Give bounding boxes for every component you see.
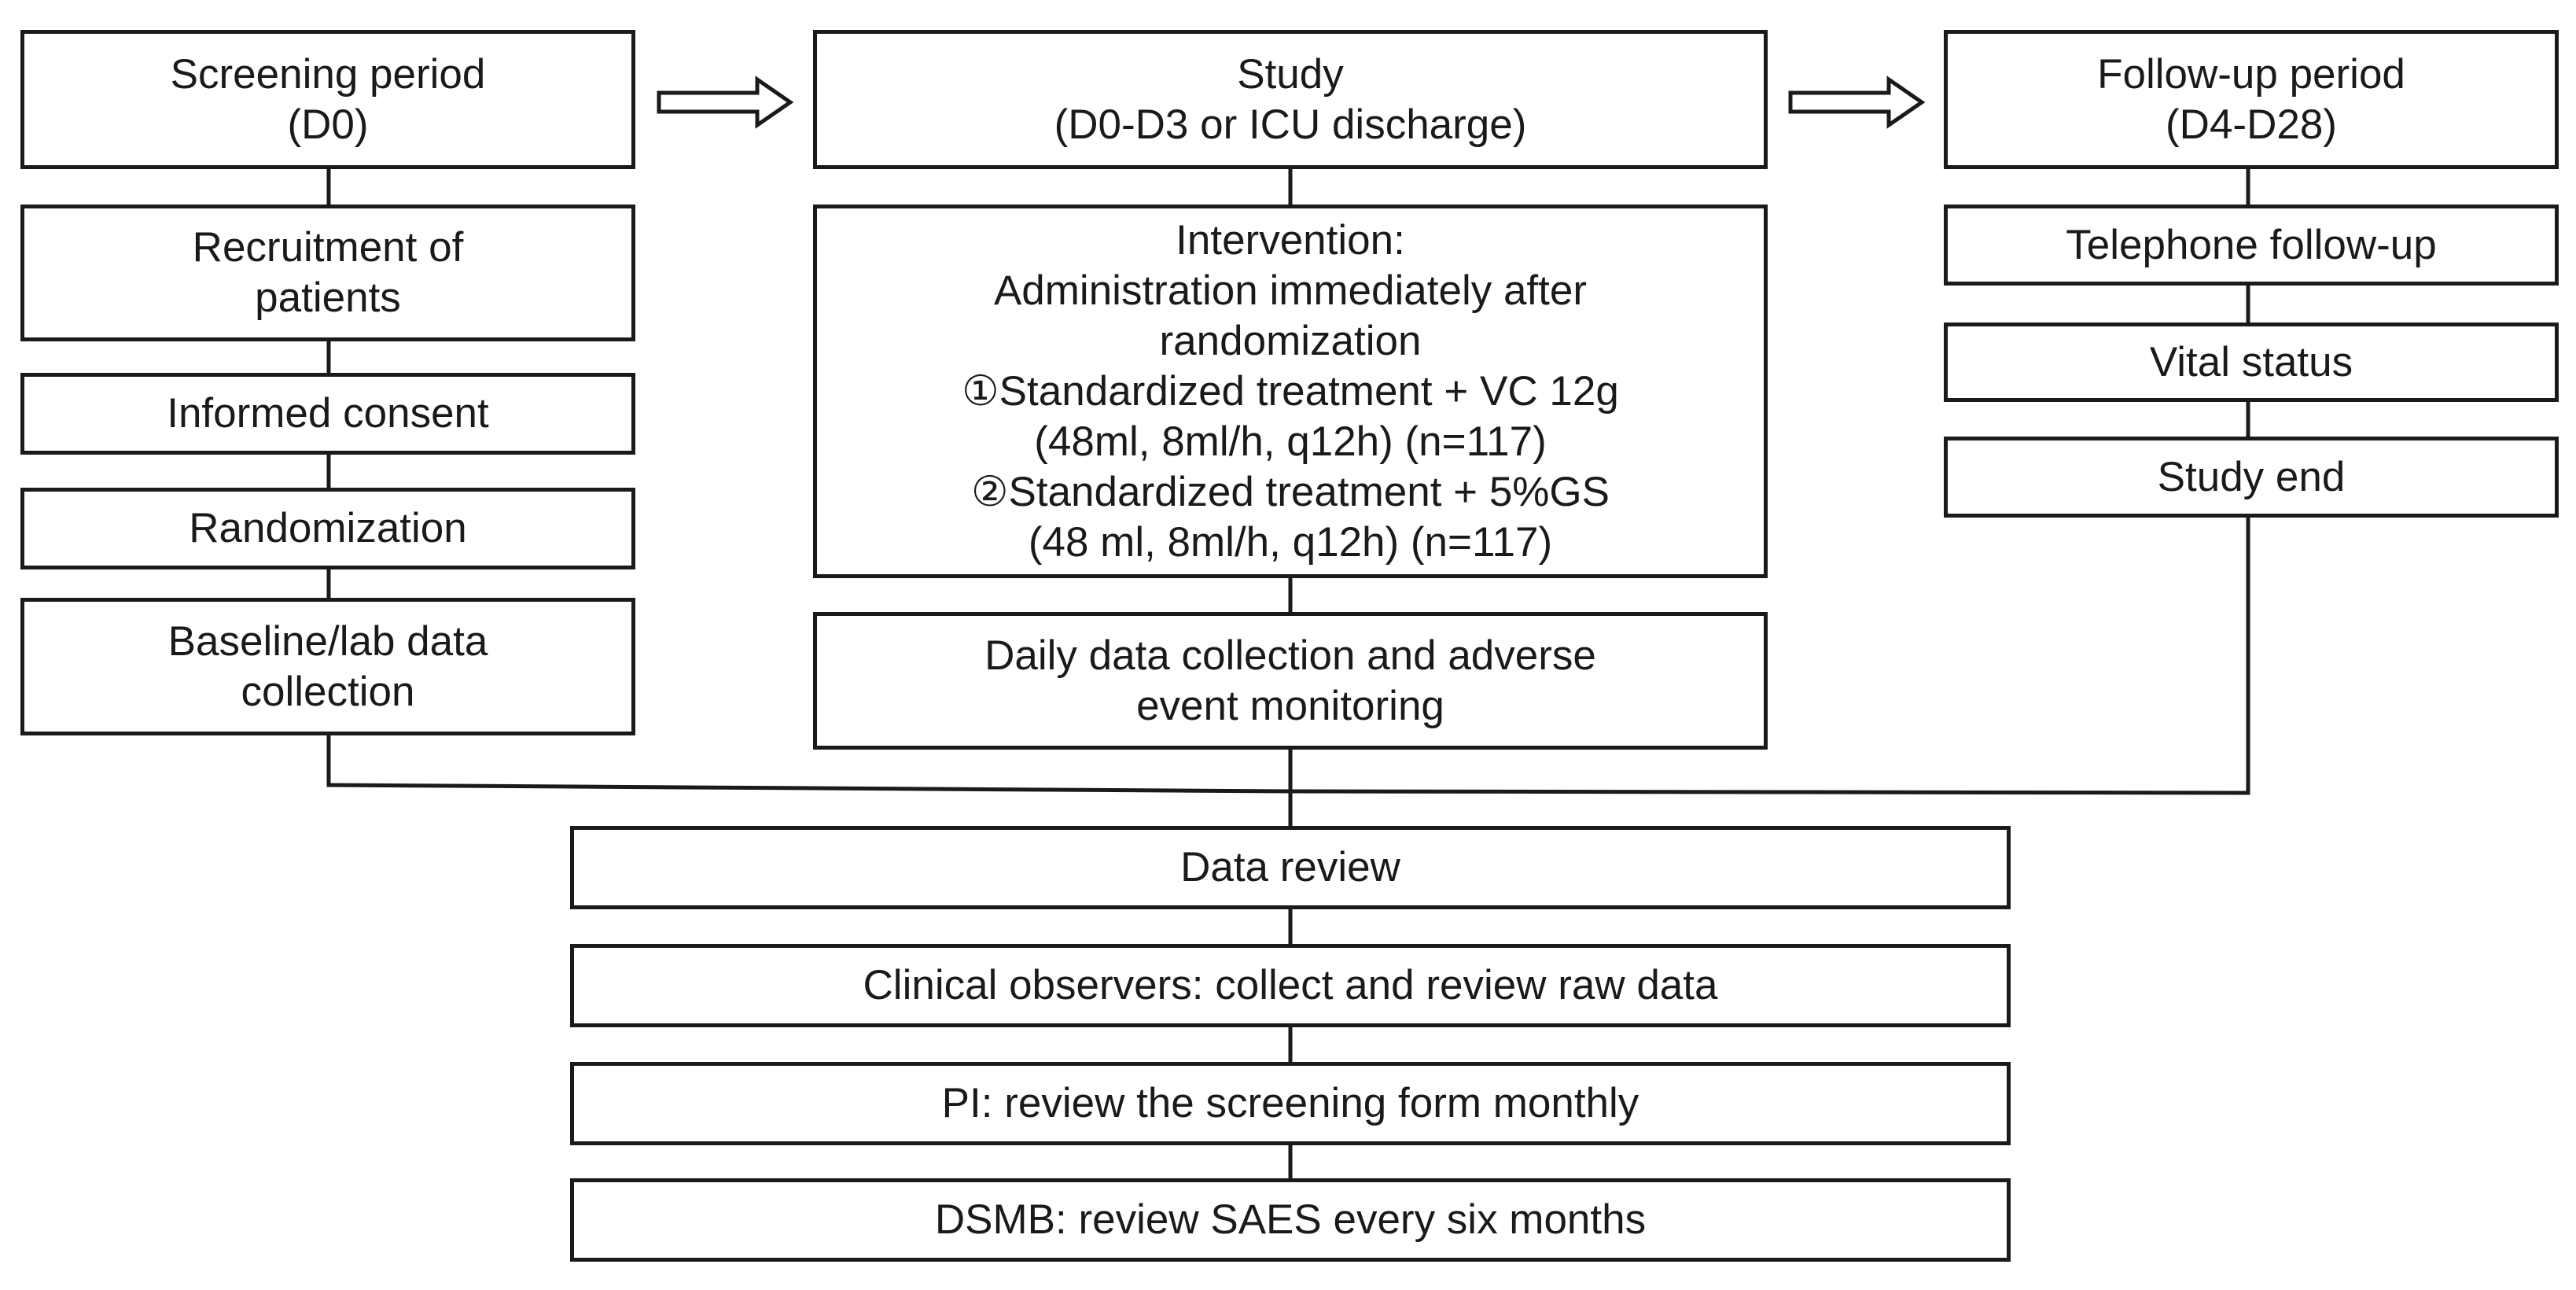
dsmb-review-label: DSMB: review SAES every six months — [934, 1196, 1647, 1243]
screening-period-label: Screening period (D0) — [170, 50, 486, 148]
clinical-observers-label: Clinical observers: collect and review r… — [863, 962, 1718, 1008]
pi-review-box: PI: review the screening form monthly — [570, 1062, 2011, 1145]
study-end-box: Study end — [1944, 437, 2559, 518]
data-review-label: Data review — [1180, 844, 1400, 890]
clinical-observers-box: Clinical observers: collect and review r… — [570, 944, 2011, 1027]
connector-end-merge — [1290, 516, 2250, 795]
informed-consent-label: Informed consent — [167, 390, 489, 437]
intervention-label: Intervention: Administration immediately… — [962, 216, 1619, 566]
data-review-box: Data review — [570, 826, 2011, 909]
vital-status-label: Vital status — [2149, 338, 2353, 385]
telephone-label: Telephone follow-up — [2066, 221, 2437, 268]
followup-period-label: Follow-up period (D4-D28) — [2097, 50, 2405, 148]
vital-status-box: Vital status — [1944, 322, 2559, 402]
daily-collection-label: Daily data collection and adverse event … — [984, 632, 1596, 729]
arrow-screening-to-study — [657, 76, 794, 129]
study-label: Study (D0-D3 or ICU discharge) — [1054, 50, 1527, 148]
study-box: Study (D0-D3 or ICU discharge) — [813, 30, 1768, 169]
study-end-label: Study end — [2157, 453, 2346, 500]
informed-consent-box: Informed consent — [20, 373, 635, 455]
dsmb-review-box: DSMB: review SAES every six months — [570, 1178, 2011, 1262]
followup-period-box: Follow-up period (D4-D28) — [1944, 30, 2559, 169]
intervention-box: Intervention: Administration immediately… — [813, 205, 1768, 578]
pi-review-label: PI: review the screening form monthly — [941, 1080, 1639, 1126]
arrow-study-to-followup — [1788, 76, 1926, 129]
randomization-box: Randomization — [20, 488, 635, 569]
randomization-label: Randomization — [189, 505, 467, 551]
recruitment-label: Recruitment of patients — [192, 224, 464, 321]
recruitment-box: Recruitment of patients — [20, 205, 635, 341]
baseline-box: Baseline/lab data collection — [20, 598, 635, 735]
telephone-box: Telephone follow-up — [1944, 205, 2559, 286]
baseline-label: Baseline/lab data collection — [167, 617, 488, 715]
screening-period-box: Screening period (D0) — [20, 30, 635, 169]
connector-baseline-merge — [326, 734, 1291, 794]
daily-collection-box: Daily data collection and adverse event … — [813, 612, 1768, 750]
